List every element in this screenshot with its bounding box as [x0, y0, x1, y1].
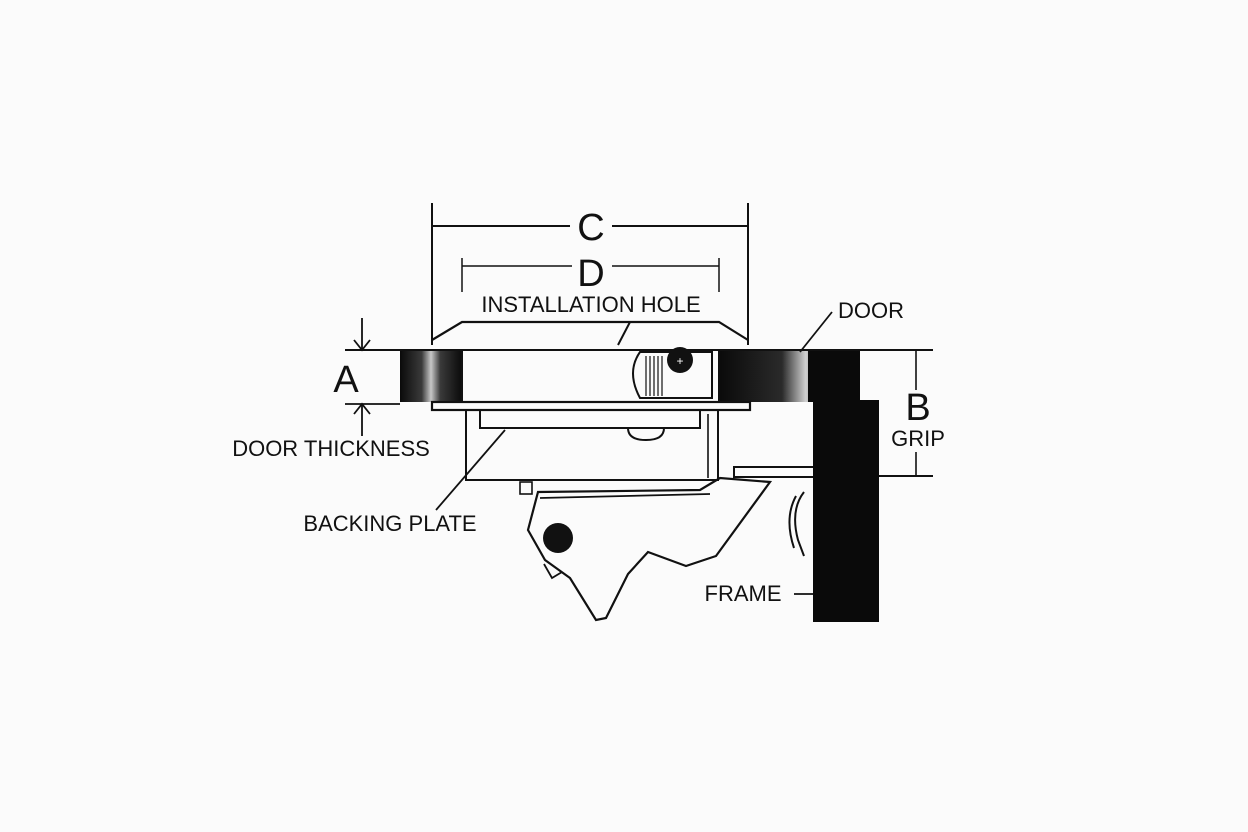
door-callout: DOOR	[799, 298, 904, 353]
dimension-a-label: A	[333, 359, 359, 401]
dimension-c: C	[431, 203, 749, 345]
installation-hole-label: INSTALLATION HOLE	[481, 292, 700, 317]
frame-section	[813, 400, 879, 622]
door-panels	[400, 350, 860, 402]
backing-plate-callout: BACKING PLATE	[303, 429, 506, 536]
door-label: DOOR	[838, 298, 904, 323]
frame-label: FRAME	[705, 581, 782, 606]
backing-plate-label: BACKING PLATE	[303, 511, 476, 536]
grip-label: GRIP	[891, 426, 945, 451]
dimension-b: B GRIP	[879, 350, 945, 477]
svg-text:+: +	[676, 354, 683, 368]
pawl-lever	[519, 476, 773, 622]
frame: FRAME	[705, 400, 879, 622]
dimension-a: A DOOR THICKNESS	[232, 318, 430, 461]
latch-body	[430, 320, 752, 481]
cam-assembly: +	[632, 347, 713, 399]
dimension-c-label: C	[577, 207, 604, 249]
dimension-d: D INSTALLATION HOLE	[461, 253, 720, 317]
dimension-d-label: D	[577, 253, 604, 295]
dimension-b-label: B	[905, 387, 930, 429]
pivot-pin-icon	[543, 523, 573, 553]
door-thickness-label: DOOR THICKNESS	[232, 436, 430, 461]
door-left-section	[400, 350, 462, 402]
screw-head-icon	[667, 347, 693, 373]
